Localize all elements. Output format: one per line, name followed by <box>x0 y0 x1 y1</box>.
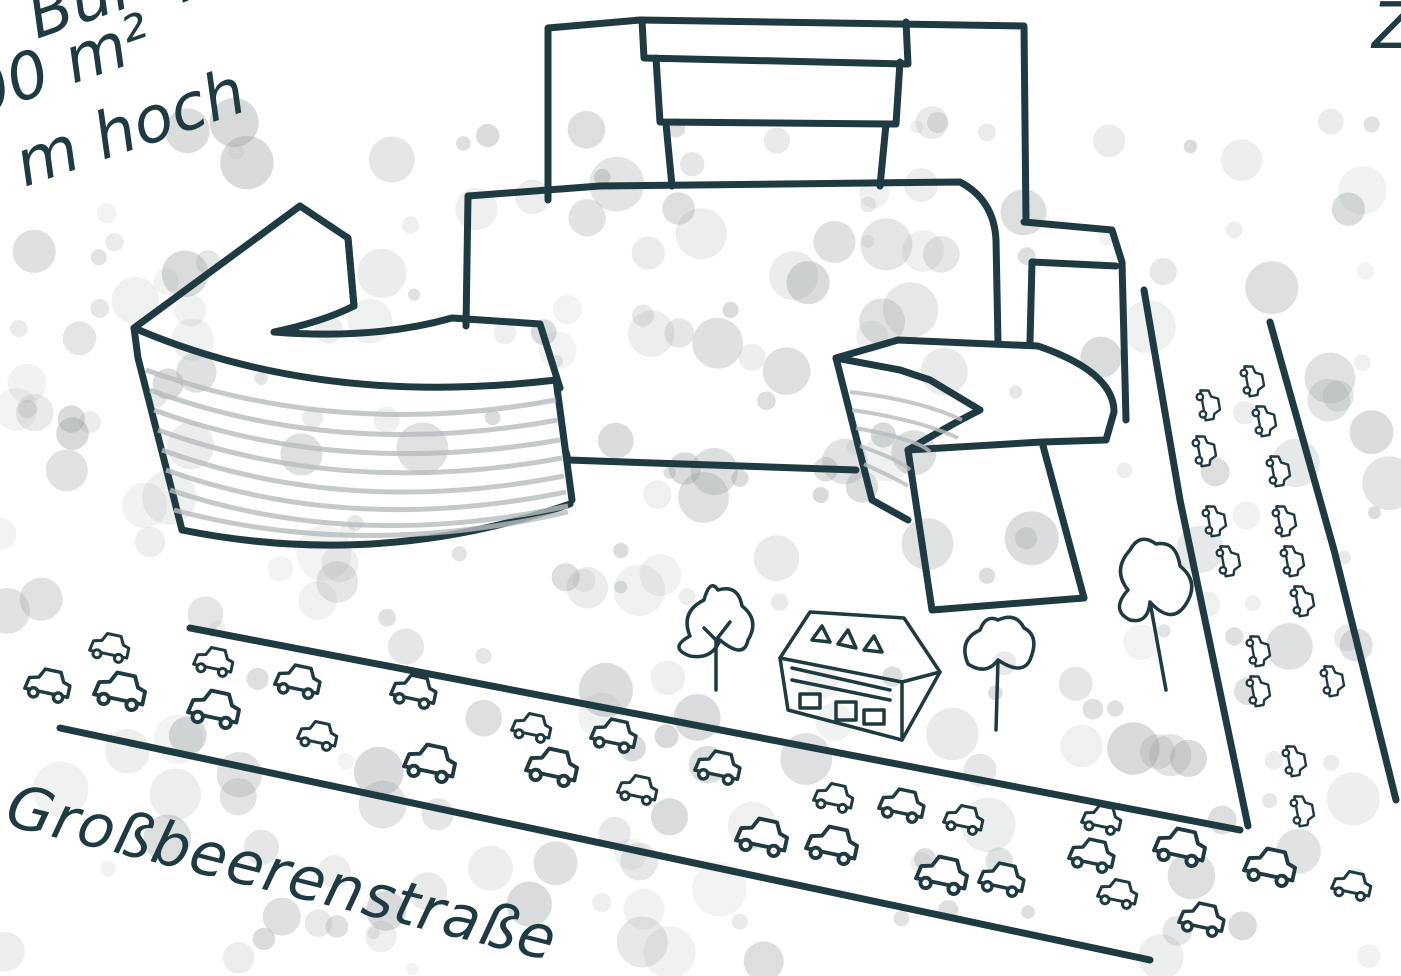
car-icon <box>192 645 235 678</box>
car-icon <box>186 687 241 730</box>
car-icon <box>1096 877 1139 910</box>
car-icon <box>1280 544 1306 578</box>
car-icon <box>402 741 457 784</box>
car-icon <box>1266 454 1292 488</box>
car-icon <box>510 711 553 744</box>
car-icon <box>1330 869 1373 902</box>
car-icon <box>1242 845 1297 888</box>
trees <box>679 539 1192 730</box>
car-icon <box>1320 664 1346 698</box>
car-icon <box>1290 584 1316 618</box>
car-icon <box>1290 794 1316 828</box>
car-icon <box>977 860 1026 898</box>
car-icon <box>812 781 855 814</box>
central-block <box>466 182 998 470</box>
car-icon <box>296 719 339 752</box>
car-icon <box>1196 388 1222 422</box>
car-icon <box>589 716 638 754</box>
car-icon <box>1272 504 1298 538</box>
annotation-right-fragment: Z <box>1372 0 1401 64</box>
car-icon <box>23 666 72 704</box>
facade-stripes <box>146 370 568 536</box>
car-icon <box>1192 434 1218 468</box>
car-icon <box>1240 364 1266 398</box>
car-icon <box>1216 544 1242 578</box>
car-icon <box>1067 836 1116 874</box>
car-icon <box>273 662 322 700</box>
car-icon <box>804 823 859 866</box>
car-icon <box>1152 825 1207 868</box>
car-icon <box>1246 634 1272 668</box>
car-icon <box>1177 900 1226 938</box>
car-icon <box>914 853 969 896</box>
car-icon <box>1252 404 1278 438</box>
car-icon <box>1282 744 1308 778</box>
car-icon <box>693 748 742 786</box>
car-icon <box>877 786 926 824</box>
car-icon <box>1246 674 1272 708</box>
car-icon <box>1202 504 1228 538</box>
right-curved-building <box>836 340 1114 610</box>
car-icon <box>92 669 147 712</box>
car-icon <box>942 803 985 836</box>
car-icon <box>734 815 789 858</box>
left-curved-building <box>134 206 572 545</box>
tower <box>548 20 1026 222</box>
small-house <box>780 612 940 740</box>
car-icon <box>524 745 579 788</box>
car-icon <box>616 773 659 806</box>
car-icon <box>88 631 131 664</box>
